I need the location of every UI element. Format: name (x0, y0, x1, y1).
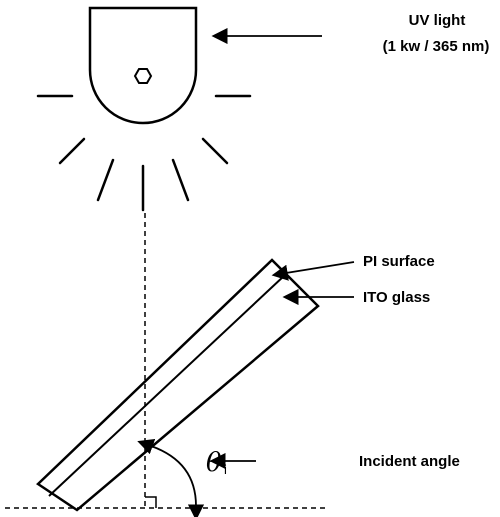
ray-left-low (58, 137, 86, 165)
theta-symbol: θ (206, 448, 222, 478)
uv-lamp-icon (88, 6, 198, 125)
ito-glass-label: ITO glass (363, 289, 430, 306)
light-rays (36, 94, 252, 212)
uv-light-label: UV light (409, 12, 466, 29)
hexagon-bulb-icon (133, 68, 153, 84)
ray-right-low (201, 137, 229, 165)
incident-angle-label: Incident angle (359, 453, 460, 470)
ito-glass-substrate (36, 258, 320, 512)
pi-layer-line (48, 274, 286, 497)
pi-surface-arrow (271, 261, 355, 281)
ray-left-steep (96, 158, 115, 202)
ray-right-steep (171, 158, 190, 202)
pi-surface-label: PI surface (363, 253, 435, 270)
uv-light-spec-label: (1 kw / 365 nm) (383, 38, 490, 55)
theta-subscript: i (224, 462, 227, 477)
incident-angle-arc (137, 438, 205, 517)
right-angle-marker (145, 496, 157, 508)
substrate-outline (36, 258, 320, 512)
